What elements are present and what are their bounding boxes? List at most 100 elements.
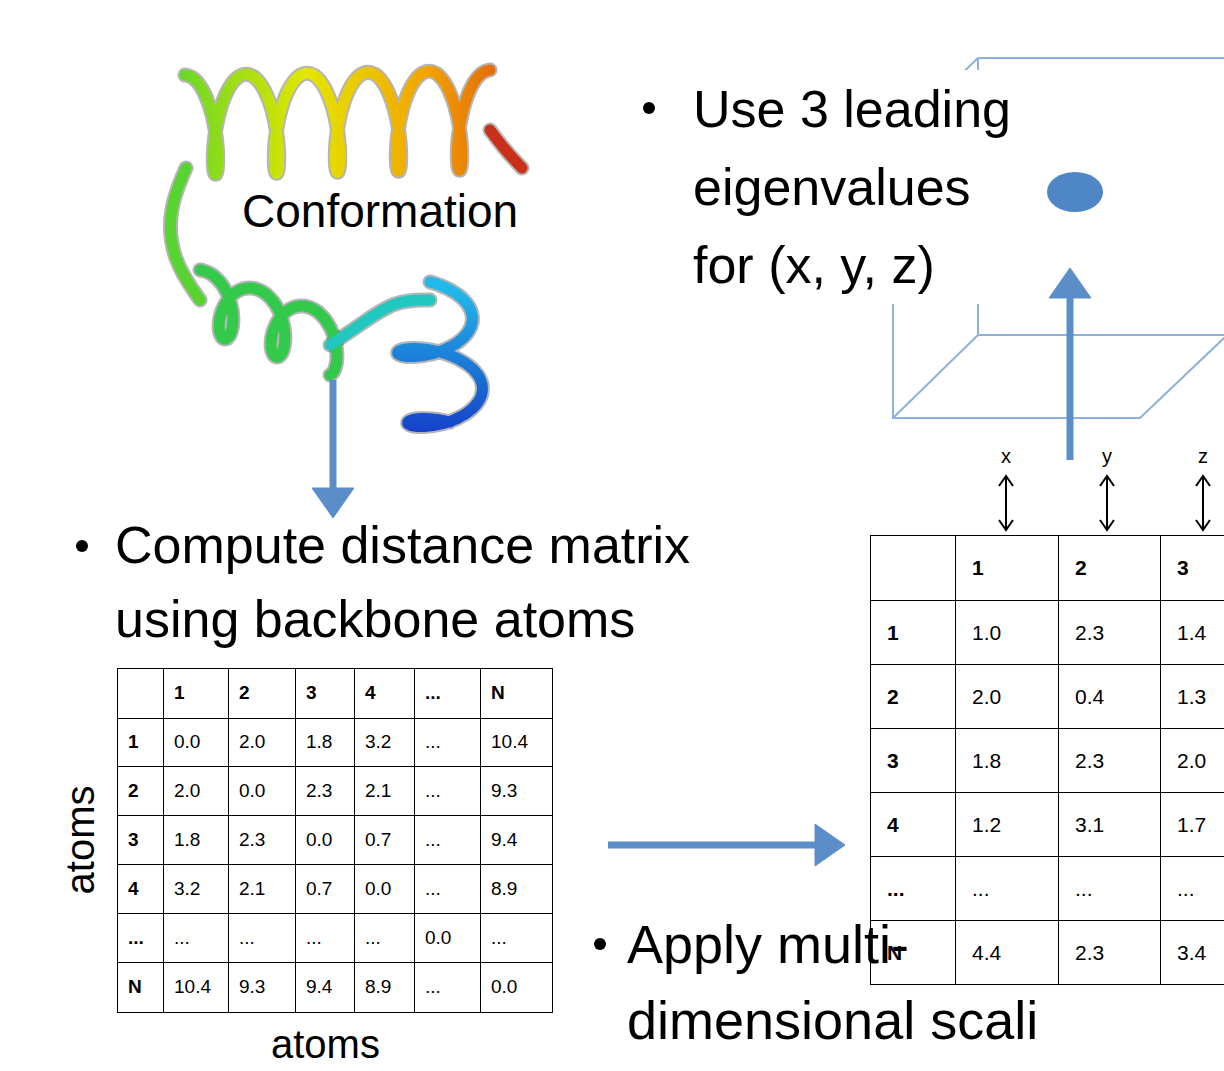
value-cell: ... (481, 914, 553, 963)
table-value: ... (425, 731, 441, 754)
table-header: N (491, 682, 505, 705)
table-header: 4 (365, 682, 376, 705)
value-cell: 0.0 (355, 865, 415, 914)
value-cell: ... (1161, 857, 1224, 921)
value-cell: 0.0 (415, 914, 481, 963)
table-value: 0.7 (365, 829, 391, 852)
table-value: ... (306, 927, 322, 950)
arrow-shaft (1067, 298, 1074, 460)
ribbon-segment (330, 300, 430, 345)
table-value: 0.0 (239, 780, 265, 803)
table-header: 1 (972, 555, 984, 580)
ribbon-segment (171, 168, 200, 300)
table-header: 2 (1075, 555, 1087, 580)
table-value: 4.4 (972, 940, 1001, 965)
value-cell: ... (1059, 857, 1161, 921)
protein-ribbon (171, 70, 522, 427)
header-cell: ... (415, 669, 481, 719)
table-value: 3.2 (174, 878, 200, 901)
table-header: 3 (306, 682, 317, 705)
table-value: 2.3 (1075, 620, 1104, 645)
axis-label: atoms (271, 1021, 380, 1067)
bullet (594, 938, 606, 950)
double-arrow (999, 476, 1013, 530)
value-cell: 3.2 (164, 865, 229, 914)
table-header: 4 (128, 878, 139, 901)
header-cell: 4 (871, 793, 956, 857)
table-value: ... (174, 927, 190, 950)
value-cell: 1.4 (1161, 601, 1224, 665)
conformation-figure: Conformation (155, 55, 545, 380)
table-value: 9.4 (491, 829, 517, 852)
ribbon-segment (490, 130, 522, 168)
arrow-head (815, 824, 845, 866)
table-header: 3 (1177, 555, 1189, 580)
table-value: 2.0 (174, 780, 200, 803)
table-header: ... (128, 927, 144, 950)
value-cell: 3.4 (1161, 921, 1224, 985)
value-cell: 10.4 (164, 963, 229, 1013)
table-value: 2.1 (239, 878, 265, 901)
table-header: 3 (128, 829, 139, 852)
table-header: ... (887, 876, 905, 901)
value-cell: ... (229, 914, 296, 963)
table-header: 1 (887, 620, 899, 645)
ribbon-segment (398, 282, 483, 427)
step-text: Compute distance matrix using backbone a… (115, 508, 755, 656)
value-cell: 2.1 (229, 865, 296, 914)
value-cell: 2.1 (355, 767, 415, 816)
table-value: 1.8 (174, 829, 200, 852)
table-header: 1 (174, 682, 185, 705)
value-cell: 9.3 (229, 963, 296, 1013)
value-cell: 0.7 (355, 816, 415, 865)
header-cell (118, 669, 164, 719)
bullet (76, 540, 88, 552)
axis-double-arrows (999, 476, 1210, 530)
table-value: 3.2 (365, 731, 391, 754)
header-cell: 2 (871, 665, 956, 729)
arrow-shaft (330, 380, 337, 488)
value-cell: 0.4 (1059, 665, 1161, 729)
table-value: ... (491, 927, 507, 950)
table-value: 0.4 (1075, 684, 1104, 709)
coordinate-label: x (1001, 444, 1011, 468)
value-cell: 1.8 (956, 729, 1059, 793)
table-header: 2 (887, 684, 899, 709)
table-value: 10.4 (491, 731, 528, 754)
value-cell: 3.1 (1059, 793, 1161, 857)
value-cell: 0.0 (164, 719, 229, 767)
table-value: 0.0 (174, 731, 200, 754)
table-value: 0.0 (491, 976, 517, 999)
table-value: 1.2 (972, 812, 1001, 837)
header-cell: N (481, 669, 553, 719)
value-cell: ... (415, 816, 481, 865)
value-cell: ... (956, 857, 1059, 921)
arrow-head (312, 488, 354, 518)
header-cell: 4 (118, 865, 164, 914)
header-cell: 1 (871, 601, 956, 665)
header-cell: 2 (229, 669, 296, 719)
value-cell: 1.7 (1161, 793, 1224, 857)
flow-arrow (1049, 268, 1091, 460)
table-value: 2.0 (1177, 748, 1206, 773)
coordinate-label: y (1102, 444, 1112, 468)
node-label: Conformation (242, 185, 518, 238)
table-value: 0.0 (306, 829, 332, 852)
value-cell: 1.3 (1161, 665, 1224, 729)
table-value: ... (425, 780, 441, 803)
value-cell: ... (415, 767, 481, 816)
value-cell: ... (415, 963, 481, 1013)
table-value: 3.1 (1075, 812, 1104, 837)
bullet (643, 102, 655, 114)
table-value: 1.7 (1177, 812, 1206, 837)
header-cell: ... (871, 857, 956, 921)
value-cell: 8.9 (481, 865, 553, 914)
value-cell: 1.8 (296, 719, 355, 767)
arrow-head (1049, 268, 1091, 298)
value-cell: 2.0 (1161, 729, 1224, 793)
value-cell: ... (415, 719, 481, 767)
value-cell: ... (415, 865, 481, 914)
flow-arrow (608, 824, 845, 866)
table-value: 9.3 (239, 976, 265, 999)
ribbon-shadow (490, 130, 522, 168)
